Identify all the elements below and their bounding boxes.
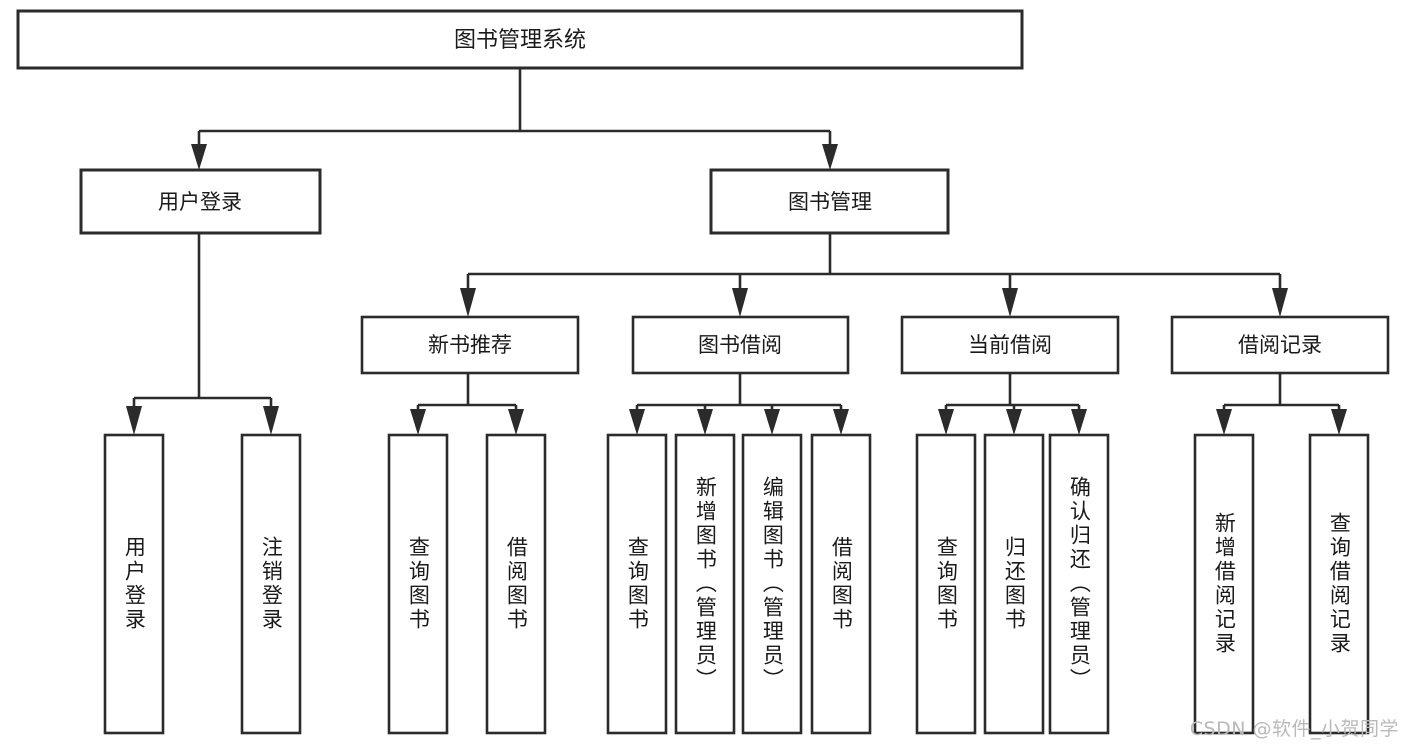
arrow-head-leaf-edit-book (764, 409, 780, 435)
connector-group-new-book-recommend (410, 373, 524, 435)
leaf-box-borrow-book-2[interactable] (810, 433, 872, 735)
arrow-head-leaf-query-book-1 (410, 409, 426, 435)
leaf-box-query-book-3[interactable] (915, 433, 977, 735)
node-book-borrow-label: 图书借阅 (698, 333, 782, 357)
arrow-head-leaf-query-book-2 (629, 409, 645, 435)
node-book-manage[interactable]: 图书管理 (709, 168, 950, 235)
node-book-borrow[interactable]: 图书借阅 (631, 315, 850, 375)
node-new-book-recommend[interactable]: 新书推荐 (360, 315, 580, 375)
leaf-boxes (103, 433, 1370, 735)
node-root-book-system[interactable]: 图书管理系统 (16, 9, 1024, 70)
leaf-box-query-record[interactable] (1308, 433, 1370, 735)
arrow-head-book-manage (822, 144, 838, 170)
node-current-borrow-label: 当前借阅 (968, 333, 1052, 357)
leaf-box-return-book[interactable] (983, 433, 1045, 735)
arrow-head-leaf-borrow-book-2 (833, 409, 849, 435)
arrow-head-book-borrow (732, 288, 748, 317)
node-new-book-recommend-box (360, 315, 580, 375)
node-current-borrow-box (900, 315, 1120, 375)
arrow-head-leaf-query-record (1331, 409, 1347, 435)
connector-group-user-login (126, 233, 279, 435)
node-book-manage-label: 图书管理 (788, 190, 872, 214)
node-new-book-recommend-label: 新书推荐 (428, 333, 512, 357)
arrow-head-leaf-query-book-3 (938, 409, 954, 435)
connector-group-borrow-record (1216, 373, 1347, 435)
arrow-head-leaf-logout (263, 406, 279, 435)
leaf-box-borrow-book-1[interactable] (485, 433, 547, 735)
node-user-login-box (79, 168, 322, 235)
leaf-box-add-record[interactable] (1193, 433, 1255, 735)
leaf-box-confirm-return[interactable] (1048, 433, 1110, 735)
node-borrow-record-box (1170, 315, 1390, 375)
arrow-head-new-book-recommend (460, 288, 476, 317)
leaf-box-query-book-1[interactable] (387, 433, 449, 735)
arrow-head-borrow-record (1272, 288, 1288, 317)
node-borrow-record[interactable]: 借阅记录 (1170, 315, 1390, 375)
arrow-head-leaf-confirm-return (1071, 409, 1087, 435)
arrow-head-current-borrow (1002, 288, 1018, 317)
arrow-head-leaf-borrow-book-1 (508, 409, 524, 435)
connector-group-root (191, 68, 838, 170)
leaf-box-add-book[interactable] (674, 433, 736, 735)
node-current-borrow[interactable]: 当前借阅 (900, 315, 1120, 375)
node-borrow-record-label: 借阅记录 (1238, 333, 1322, 357)
connector-group-book-manage (460, 233, 1288, 317)
connector-group-current-borrow (938, 373, 1087, 435)
arrow-head-leaf-add-record (1216, 409, 1232, 435)
leaf-box-edit-book[interactable] (741, 433, 803, 735)
node-book-manage-box (709, 168, 950, 235)
leaf-box-logout[interactable] (240, 433, 302, 735)
connector-group-book-borrow (629, 373, 849, 435)
node-root-box (16, 9, 1024, 70)
arrow-head-leaf-user-login (126, 406, 142, 435)
node-root-label: 图书管理系统 (454, 28, 586, 53)
node-user-login-label: 用户登录 (158, 190, 242, 214)
csdn-watermark: CSDN @软件_小贺同学 (1189, 718, 1399, 740)
node-user-login[interactable]: 用户登录 (79, 168, 322, 235)
leaf-box-query-book-2[interactable] (606, 433, 668, 735)
arrow-head-leaf-add-book (697, 409, 713, 435)
node-book-borrow-box (631, 315, 850, 375)
arrow-head-leaf-return-book (1006, 409, 1022, 435)
arrow-head-user-login (191, 144, 207, 170)
leaf-box-user-login[interactable] (103, 433, 165, 735)
